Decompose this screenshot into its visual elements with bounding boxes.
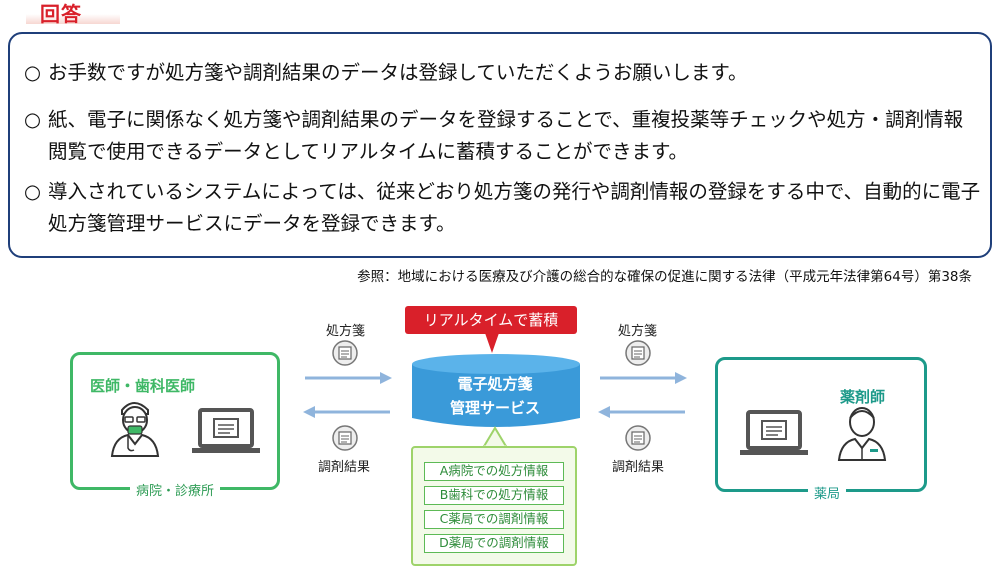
answer-item: ○ 紙、電子に関係なく処方箋や調剤結果のデータを登録することで、重複投薬等チェッ… <box>24 104 982 168</box>
answer-item: ○ 導入されているシステムによっては、従来どおり処方箋の発行や調剤情報の登録をす… <box>24 176 982 240</box>
answer-item-text: 導入されているシステムによっては、従来どおり処方箋の発行や調剤情報の登録をする中… <box>48 180 981 235</box>
document-icon <box>332 340 358 366</box>
arrows-right <box>598 372 687 418</box>
bullet-mark: ○ <box>24 180 42 203</box>
laptop-icon <box>740 410 808 455</box>
answer-item-text: 紙、電子に関係なく処方箋や調剤結果のデータを登録することで、重複投薬等チェックや… <box>48 108 964 163</box>
service-title-line2: 管理サービス <box>449 399 540 417</box>
answer-header-highlight <box>26 2 120 24</box>
label-result-right: 調剤結果 <box>612 460 665 475</box>
label-result-left: 調剤結果 <box>318 460 371 475</box>
list-item: D薬局での調剤情報 <box>424 534 564 553</box>
prescription-service-title: 電子処方箋 管理サービス <box>410 372 580 420</box>
arrows-left <box>303 372 392 418</box>
doctor-title: 医師・歯科医師 <box>90 377 196 395</box>
answer-box: ○ お手数ですが処方箋や調剤結果のデータは登録していただくようお願いします。 ○… <box>8 32 992 258</box>
hospital-box-label: 病院・診療所 <box>130 480 221 499</box>
doctor-icon <box>110 402 160 457</box>
pharmacist-title: 薬剤師 <box>840 388 886 406</box>
answer-item-text: お手数ですが処方箋や調剤結果のデータは登録していただくようお願いします。 <box>48 61 748 84</box>
pharmacist-icon <box>837 407 887 461</box>
label-prescription-right: 処方箋 <box>618 324 658 339</box>
label-prescription-left: 処方箋 <box>326 324 366 339</box>
list-pointer <box>481 426 509 448</box>
callout-pointer <box>485 333 499 353</box>
document-icon <box>625 340 651 366</box>
service-title-line1: 電子処方箋 <box>457 375 533 393</box>
bullet-mark: ○ <box>24 61 42 84</box>
list-item: B歯科での処方情報 <box>424 486 564 505</box>
answer-header: 回答 <box>40 2 82 26</box>
laptop-icon <box>192 408 260 453</box>
database-icon <box>412 354 580 427</box>
reference-note: 参照：地域における医療及び介護の総合的な確保の促進に関する法律（平成元年法律第6… <box>357 269 972 285</box>
document-icon <box>625 425 651 451</box>
bullet-mark: ○ <box>24 108 42 131</box>
list-item: A病院での処方情報 <box>424 462 564 481</box>
stored-info-panel: A病院での処方情報 B歯科での処方情報 C薬局での調剤情報 D薬局での調剤情報 <box>411 446 577 566</box>
realtime-callout: リアルタイムで蓄積 <box>405 306 577 334</box>
document-icon <box>332 425 358 451</box>
list-item: C薬局での調剤情報 <box>424 510 564 529</box>
pharmacy-box-label: 薬局 <box>808 483 847 502</box>
answer-item: ○ お手数ですが処方箋や調剤結果のデータは登録していただくようお願いします。 <box>24 57 982 89</box>
